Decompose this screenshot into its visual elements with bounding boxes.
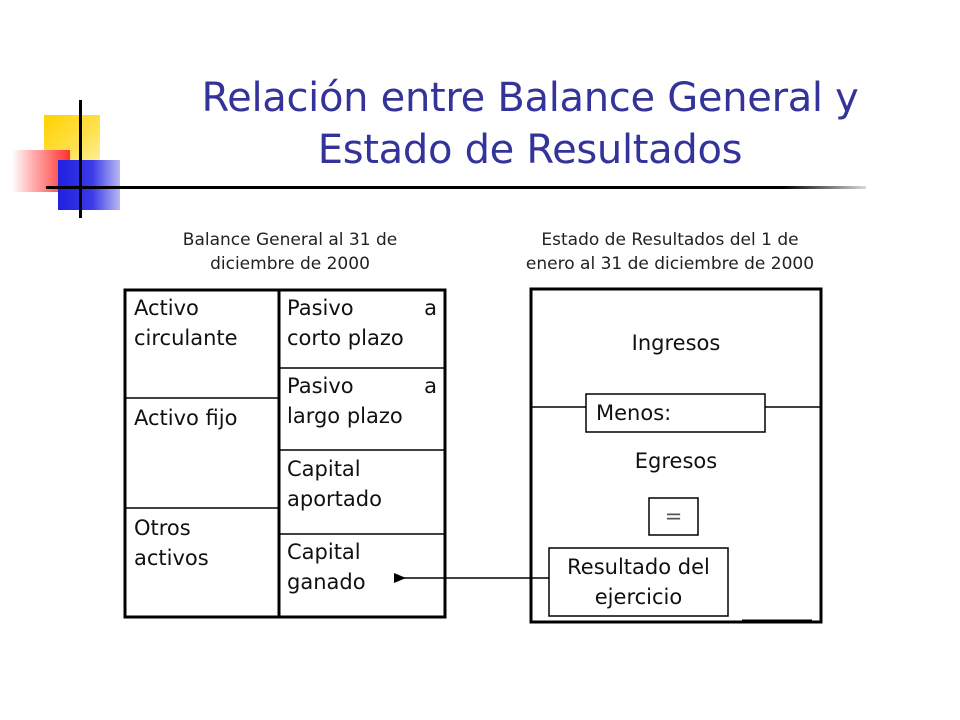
decorative-header-graphic (0, 0, 960, 230)
equals-label-wrap: = (649, 501, 698, 531)
ingresos-label-wrap: Ingresos (531, 328, 821, 358)
liability-short-term-header: Pasivo a (287, 293, 437, 323)
equity-cell-earned: Capital ganado (287, 537, 366, 597)
liability-long-term-right: a (424, 374, 437, 398)
menos-label: Menos: (596, 401, 672, 425)
result-label-line-1: Resultado del (567, 555, 710, 579)
asset-current-line-1: Activo (134, 296, 199, 320)
blue-square-decoration (58, 160, 120, 210)
equity-contributed-line-1: Capital (287, 457, 361, 481)
equity-earned-line-2: ganado (287, 570, 366, 594)
result-box (548, 547, 729, 617)
equity-cell-contributed: Capital aportado (287, 454, 382, 514)
title-underline-rule (46, 186, 866, 189)
liability-cell-long-term: Pasivo a largo plazo (287, 371, 437, 431)
liability-short-term-line-2-wrap: corto plazo (287, 323, 437, 353)
result-label-line-2: ejercicio (594, 585, 683, 609)
slide-title-line-2: Estado de Resultados (317, 127, 743, 173)
asset-cell-current: Activo circulante (134, 293, 238, 353)
vertical-rule (79, 100, 82, 218)
income-caption: Estado de Resultados del 1 de enero al 3… (500, 228, 840, 276)
income-statement-box (529, 287, 823, 624)
liability-short-term-line-1: Pasivo (287, 296, 354, 320)
asset-other-line-2: activos (134, 546, 209, 570)
slide-title: Relación entre Balance General y Estado … (130, 72, 930, 176)
egresos-label: Egresos (634, 449, 718, 473)
liability-short-term-right: a (424, 296, 437, 320)
egresos-label-wrap: Egresos (531, 446, 821, 476)
slide-title-line-1: Relación entre Balance General y (201, 75, 859, 121)
menos-label-wrap: Menos: (596, 398, 671, 428)
asset-cell-fixed: Activo fijo (134, 403, 237, 433)
balance-caption: Balance General al 31 de diciembre de 20… (140, 228, 440, 276)
income-caption-line-1: Estado de Resultados del 1 de (541, 230, 799, 250)
liability-short-term-line-2: corto plazo (287, 326, 404, 350)
asset-current-line-2: circulante (134, 326, 238, 350)
equals-box (648, 497, 699, 536)
balance-caption-line-2: diciembre de 2000 (210, 254, 370, 274)
equals-label: = (664, 504, 683, 528)
liability-long-term-line-2-wrap: largo plazo (287, 401, 437, 431)
ingresos-label: Ingresos (631, 331, 721, 355)
equity-earned-line-1: Capital (287, 540, 361, 564)
liability-long-term-header: Pasivo a (287, 371, 437, 401)
liability-long-term-line-2: largo plazo (287, 404, 403, 428)
equity-contributed-line-2: aportado (287, 487, 382, 511)
asset-cell-other: Otros activos (134, 513, 209, 573)
income-caption-line-2: enero al 31 de diciembre de 2000 (525, 254, 815, 274)
result-label-wrap: Resultado del ejercicio (549, 552, 728, 612)
asset-other-line-1: Otros (134, 516, 191, 540)
liability-long-term-line-1: Pasivo (287, 374, 354, 398)
balance-caption-line-1: Balance General al 31 de (182, 230, 398, 250)
asset-fixed-line-1: Activo fijo (134, 406, 238, 430)
menos-box (585, 393, 766, 433)
liability-cell-short-term: Pasivo a corto plazo (287, 293, 437, 353)
balance-sheet-box (123, 288, 447, 619)
